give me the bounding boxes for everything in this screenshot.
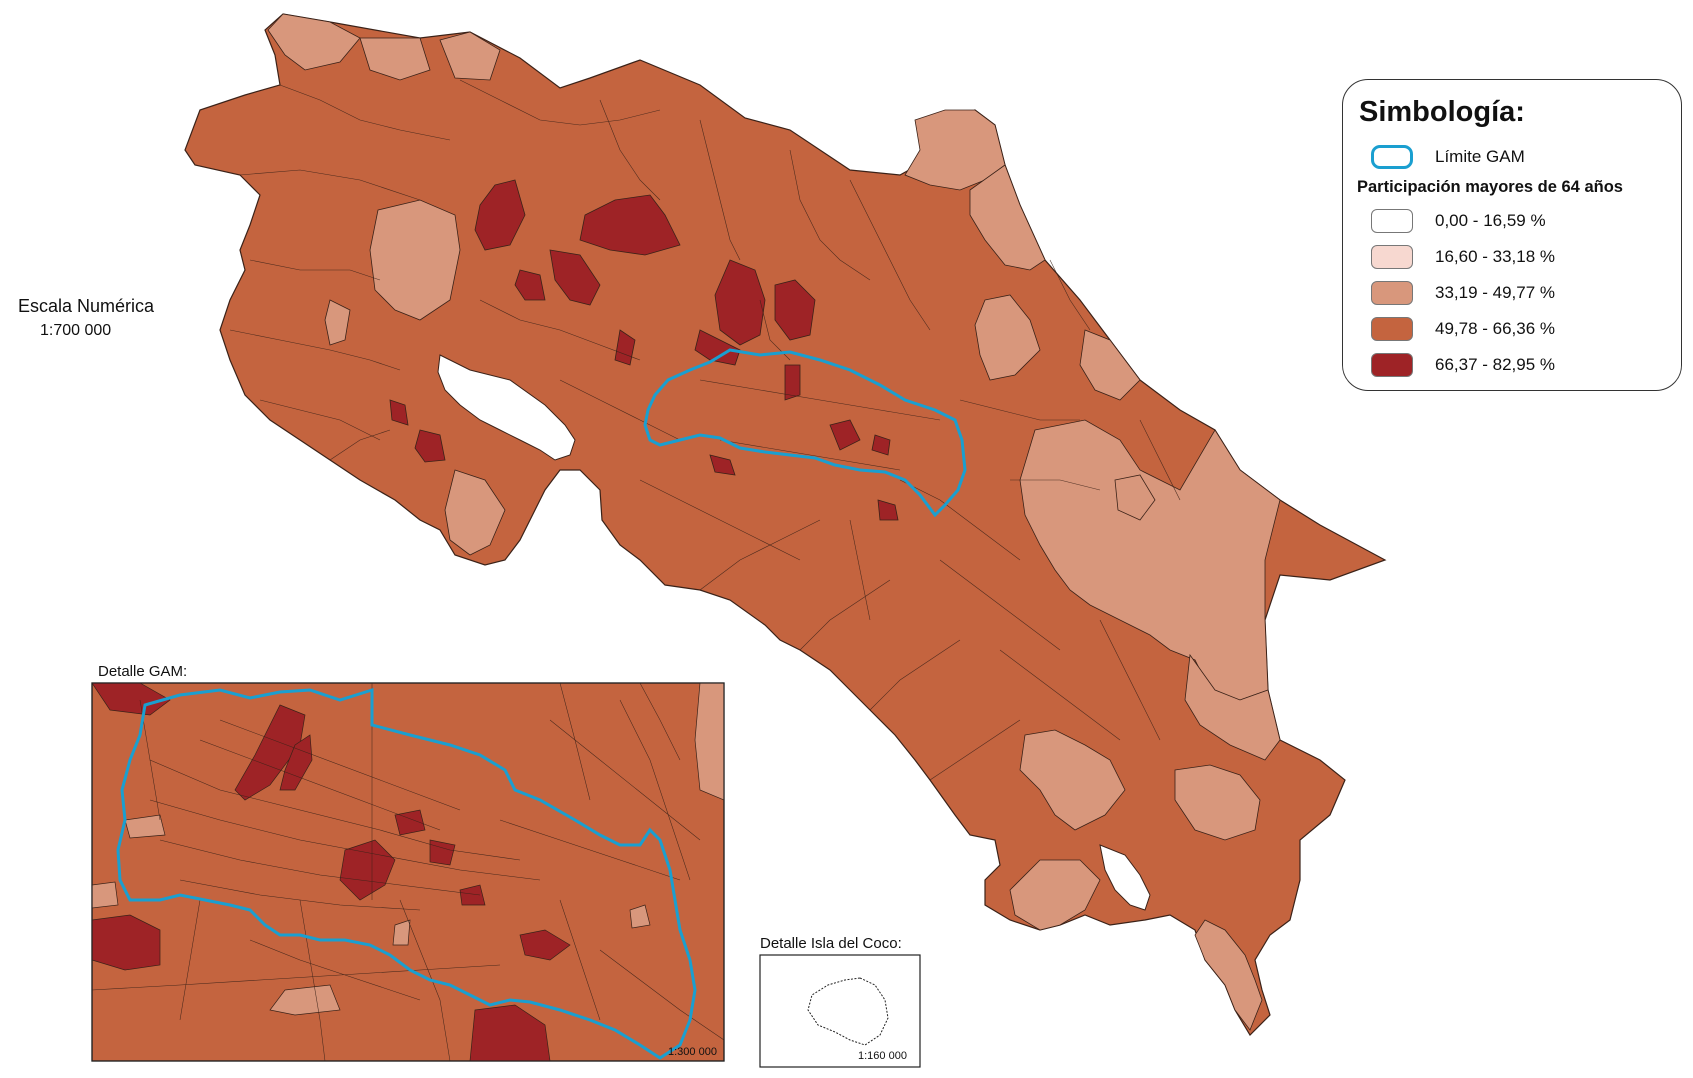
- legend-swatch-class-5: [1371, 353, 1413, 377]
- district-boundaries: [229, 79, 1181, 781]
- legend-row-class-5: 66,37 - 82,95 %: [1371, 352, 1555, 378]
- legend-swatch-class-1: [1371, 209, 1413, 233]
- legend-row-class-3: 33,19 - 49,77 %: [1371, 280, 1555, 306]
- legend-label-class-3: 33,19 - 49,77 %: [1435, 283, 1556, 302]
- legend-row-class-1: 0,00 - 16,59 %: [1371, 208, 1546, 234]
- legend-label-class-4: 49,78 - 66,36 %: [1435, 319, 1556, 338]
- legend-subtitle: Participación mayores de 64 años: [1357, 178, 1623, 196]
- legend-swatch-boundary: [1371, 145, 1413, 169]
- legend-swatch-class-2: [1371, 245, 1413, 269]
- class-3-regions: [267, 13, 1281, 1031]
- scale-value: 1:700 000: [40, 322, 112, 339]
- legend-row-boundary: Límite GAM: [1371, 144, 1525, 170]
- coco-inset-scale: 1:160 000: [858, 1050, 907, 1062]
- legend-label-class-1: 0,00 - 16,59 %: [1435, 211, 1546, 230]
- gam-boundary-inset: [116, 687, 697, 1060]
- coco-inset: [759, 954, 921, 1068]
- gam-inset: [91, 682, 725, 1062]
- legend-label-boundary: Límite GAM: [1435, 147, 1525, 166]
- coco-inset-title: Detalle Isla del Coco:: [760, 935, 902, 952]
- legend-swatch-class-3: [1371, 281, 1413, 305]
- scale-title: Escala Numérica: [18, 296, 155, 316]
- gam-boundary-main: [643, 348, 967, 518]
- legend-label-class-2: 16,60 - 33,18 %: [1435, 247, 1556, 266]
- gam-inset-scale: 1:300 000: [668, 1046, 717, 1058]
- class-5-regions: [389, 179, 899, 521]
- legend-label-class-5: 66,37 - 82,95 %: [1435, 355, 1556, 374]
- legend-title: Simbología:: [1359, 96, 1525, 128]
- legend-row-class-4: 49,78 - 66,36 %: [1371, 316, 1555, 342]
- gam-inset-title: Detalle GAM:: [98, 663, 188, 680]
- legend-swatch-class-4: [1371, 317, 1413, 341]
- legend: Simbología: Límite GAM Participación may…: [1342, 79, 1682, 391]
- legend-row-class-2: 16,60 - 33,18 %: [1371, 244, 1555, 270]
